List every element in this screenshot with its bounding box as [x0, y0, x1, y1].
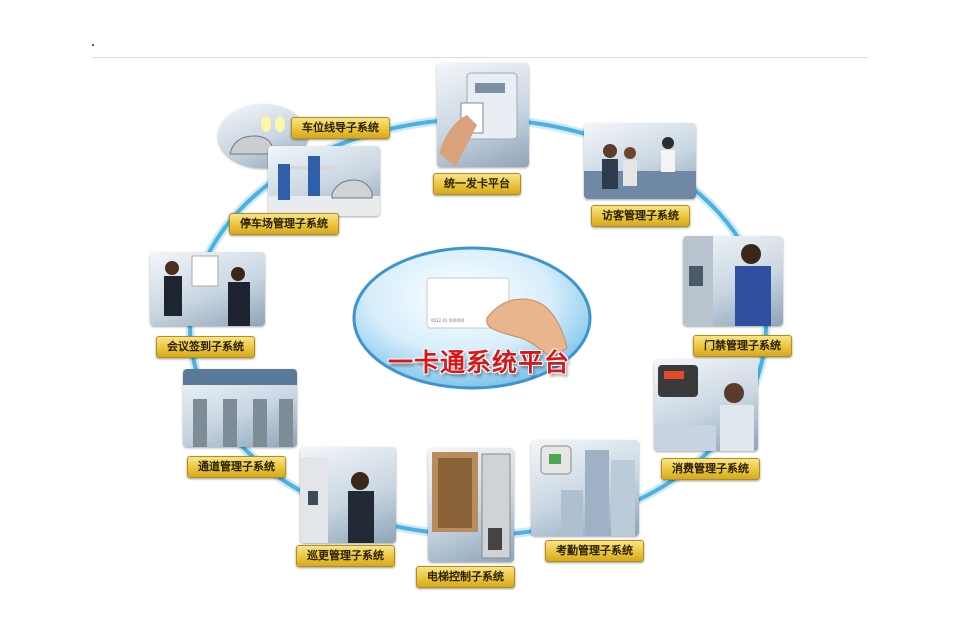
header-divider [92, 57, 868, 58]
turnstile-icon [183, 369, 297, 447]
label-meeting: 会议签到子系统 [156, 336, 255, 358]
label-parking: 停车场管理子系统 [229, 213, 339, 235]
card-number: 0012 01 000000 [431, 318, 465, 323]
center-title: 一卡通系统平台 [388, 348, 571, 377]
door-access-icon [683, 236, 783, 326]
meeting-icon [150, 252, 265, 326]
center-card-icon: 0012 01 000000 [426, 277, 568, 359]
label-consumption: 消费管理子系统 [661, 458, 760, 480]
label-elevator: 电梯控制子系统 [416, 566, 515, 588]
elevator-panel-icon [428, 448, 514, 562]
parking-barrier-icon [268, 146, 380, 216]
patrol-guard-icon [300, 447, 396, 543]
label-access: 门禁管理子系统 [693, 335, 792, 357]
label-attendance: 考勤管理子系统 [545, 540, 644, 562]
label-parking-guide: 车位线导子系统 [291, 117, 390, 139]
reception-desk-icon [584, 123, 696, 199]
label-visitor: 访客管理子系统 [591, 205, 690, 227]
header-dot [92, 44, 94, 46]
label-channel: 通道管理子系统 [187, 456, 286, 478]
label-card-issuing: 统一发卡平台 [433, 173, 521, 195]
card-reader-icon [437, 63, 529, 167]
fingerprint-scanner-icon [531, 440, 639, 536]
label-patrol: 巡更管理子系统 [296, 545, 395, 567]
pos-terminal-icon [654, 359, 758, 451]
